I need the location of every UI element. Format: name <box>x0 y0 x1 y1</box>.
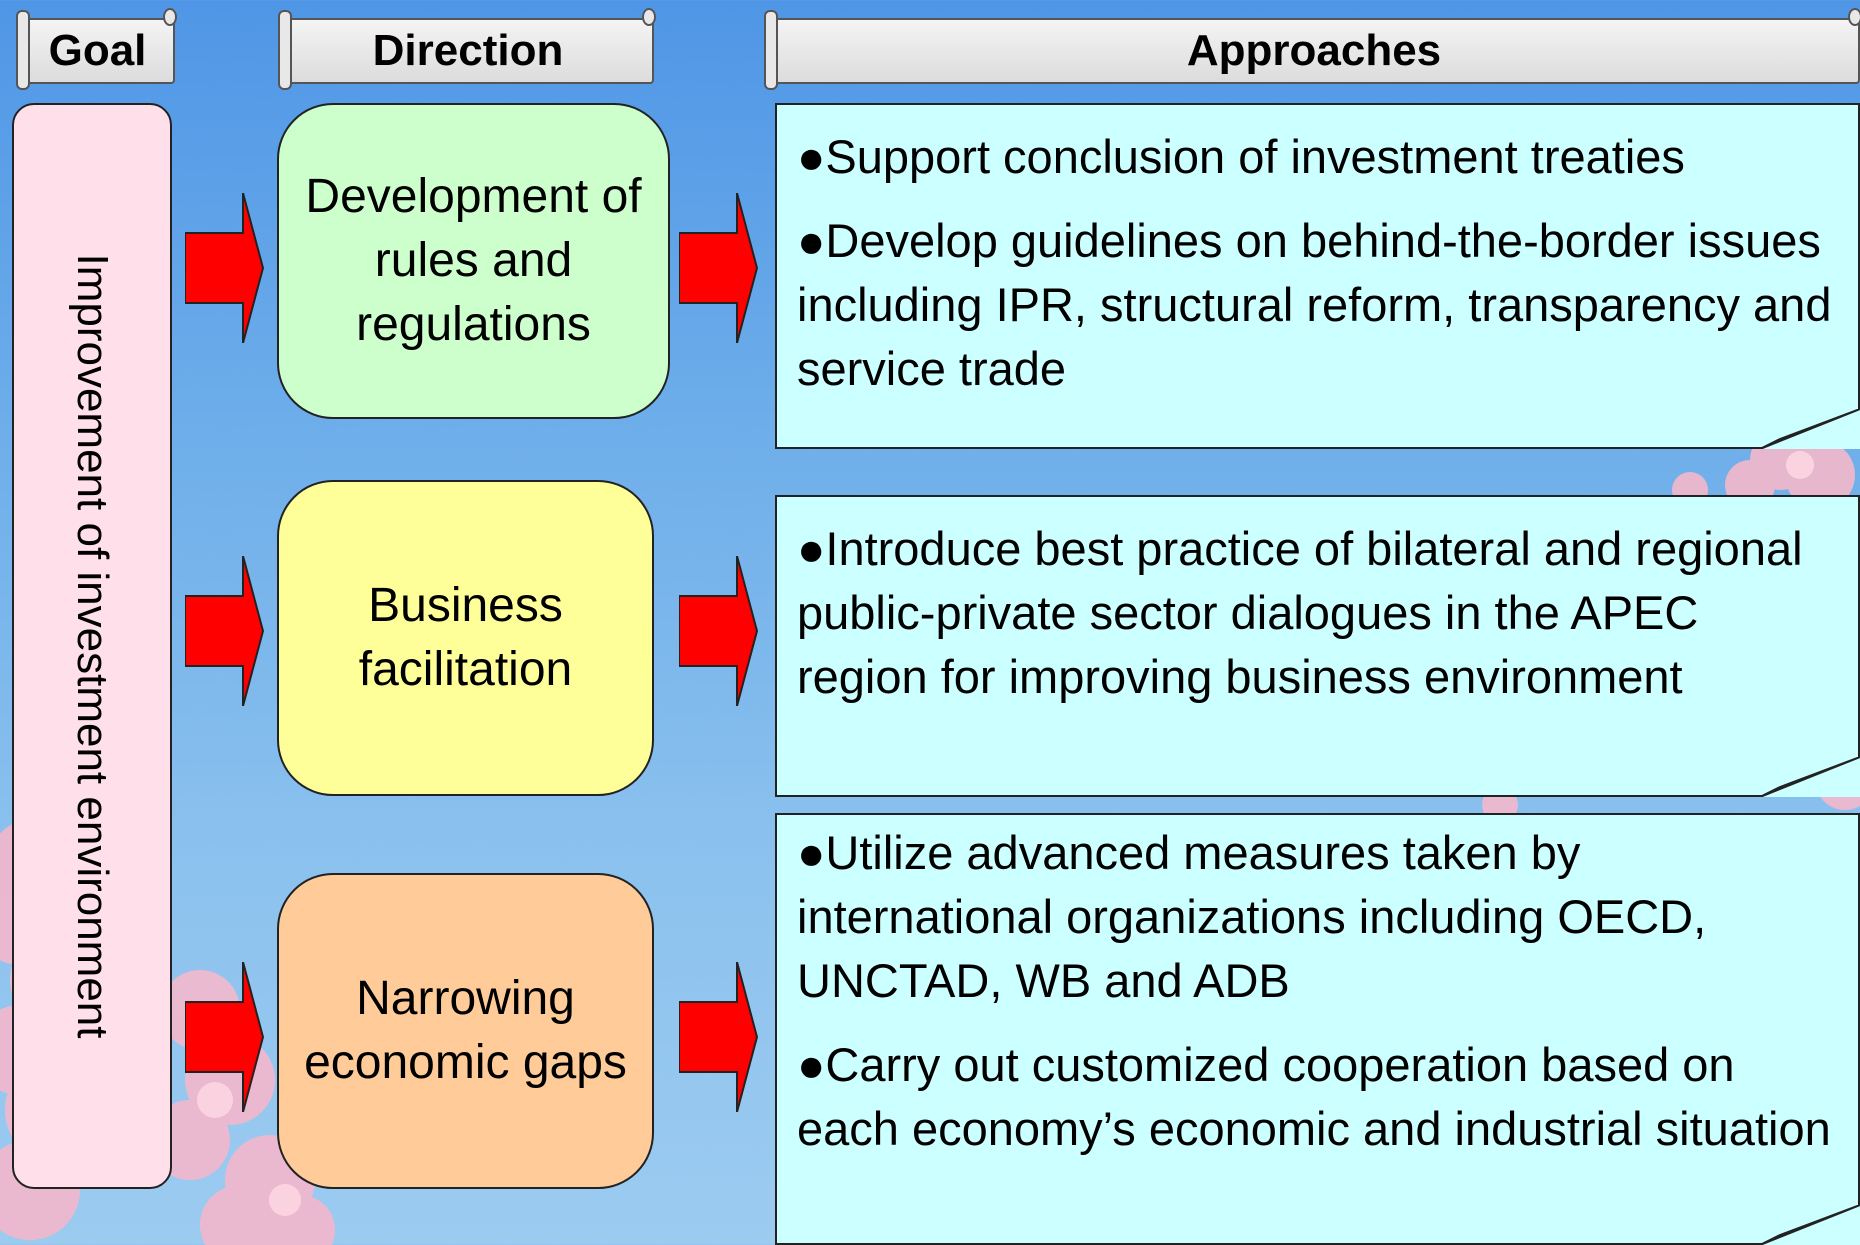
approach-box-gaps: ●Utilize advanced measures taken by inte… <box>775 813 1860 1245</box>
goal-text: Improvement of investment environment <box>68 253 117 1039</box>
direction-box-gaps: Narrowing economic gaps <box>277 873 654 1189</box>
approaches-header: Approaches <box>764 8 1860 90</box>
arrow-icon <box>185 556 265 706</box>
page-curl-icon <box>1760 409 1860 449</box>
arrow-icon <box>679 193 759 343</box>
approach-item: ●Support conclusion of investment treati… <box>797 130 1685 183</box>
approach-box-rules: ●Support conclusion of investment treati… <box>775 103 1860 449</box>
arrow-icon <box>679 962 759 1112</box>
direction-header-label: Direction <box>372 26 564 75</box>
page-curl-icon <box>1760 1205 1860 1245</box>
approach-box-business: ●Introduce best practice of bilateral an… <box>775 495 1860 797</box>
approach-item: ●Develop guidelines on behind-the-border… <box>797 214 1832 395</box>
approach-item: ●Utilize advanced measures taken by inte… <box>797 826 1707 1007</box>
approach-item: ●Introduce best practice of bilateral an… <box>797 522 1803 703</box>
page-curl-icon <box>1760 757 1860 797</box>
direction-header: Direction <box>278 8 656 90</box>
goal-header-label: Goal <box>48 26 147 75</box>
direction-label-business: Business facilitation <box>358 579 573 696</box>
approach-item: ●Carry out customized cooperation based … <box>797 1038 1831 1155</box>
arrow-icon <box>185 962 265 1112</box>
goal-header: Goal <box>16 8 177 90</box>
approaches-header-label: Approaches <box>1186 26 1442 75</box>
direction-box-rules: Development of rules and regulations <box>277 103 670 419</box>
arrow-icon <box>679 556 759 706</box>
direction-box-business: Business facilitation <box>277 480 654 796</box>
direction-label-gaps: Narrowing economic gaps <box>304 972 627 1089</box>
direction-label-rules: Development of rules and regulations <box>305 170 642 351</box>
arrow-icon <box>185 193 265 343</box>
goal-box: Improvement of investment environment <box>12 103 172 1189</box>
